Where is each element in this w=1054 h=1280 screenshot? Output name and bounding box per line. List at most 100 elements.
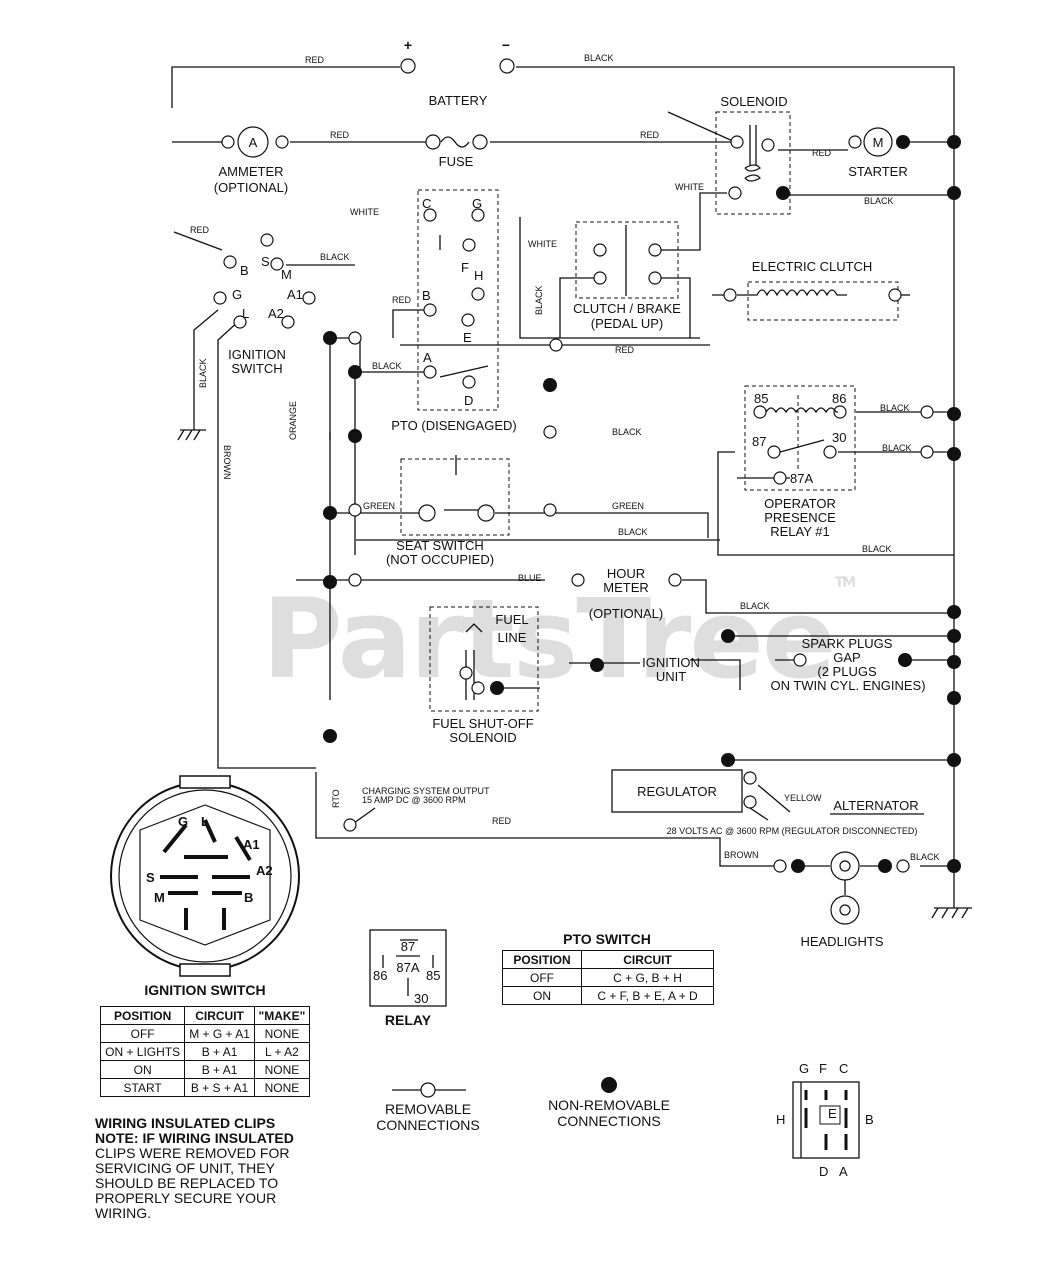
- starter: M STARTER: [848, 127, 910, 179]
- wiring-note: WIRING INSULATED CLIPS NOTE: IF WIRING I…: [95, 1116, 335, 1221]
- fuse-label: FUSE: [439, 154, 474, 169]
- partstree-watermark: PartsTreeTM: [262, 575, 856, 703]
- pinout-d: D: [819, 1164, 828, 1179]
- ign-term-a2: A2: [268, 306, 284, 321]
- ign-term-a1: A1: [287, 287, 303, 302]
- regulator-label: REGULATOR: [637, 784, 717, 799]
- component-outlines: [400, 111, 899, 712]
- wire-label-black-ign: BLACK: [320, 252, 350, 262]
- wiring-note-title: WIRING INSULATED CLIPS: [95, 1115, 276, 1131]
- relay-symbol-85: 85: [426, 968, 440, 983]
- legend-removable-2: CONNECTIONS: [376, 1117, 479, 1133]
- ign-term-l: L: [242, 306, 249, 321]
- table-cell: OFF: [501, 968, 583, 987]
- clutch-brake-switch: CLUTCH / BRAKE (PEDAL UP): [573, 225, 681, 331]
- table-cell: ON: [501, 986, 583, 1005]
- ign-term-b: B: [240, 263, 249, 278]
- starter-label: STARTER: [848, 164, 907, 179]
- ign-label-1: IGNITION: [228, 347, 286, 362]
- pto-term-d: D: [464, 393, 473, 408]
- fuel-solenoid-label-2: SOLENOID: [449, 730, 516, 745]
- table-cell: M + G + A1: [184, 1024, 255, 1043]
- wire-label-red-top: RED: [305, 55, 325, 65]
- pinout-a: A: [839, 1164, 848, 1179]
- wire-label-black-seat: BLACK: [618, 527, 648, 537]
- table-header: POSITION: [501, 950, 583, 969]
- seat-switch-label-2: (NOT OCCUPIED): [386, 552, 494, 567]
- wire-label-red-ign: RED: [190, 225, 210, 235]
- wire-label-red-charge: RED: [492, 816, 512, 826]
- alternator-note: 28 VOLTS AC @ 3600 RPM (REGULATOR DISCON…: [667, 826, 918, 836]
- charging-note-2: 15 AMP DC @ 3600 RPM: [362, 795, 466, 805]
- wire-label-black-head: BLACK: [910, 852, 940, 862]
- wire-label-red-main: RED: [330, 130, 350, 140]
- fuse: FUSE: [425, 134, 488, 169]
- battery-minus: −: [502, 37, 510, 53]
- legend: REMOVABLE CONNECTIONS NON-REMOVABLE CONN…: [376, 1077, 670, 1133]
- relay-symbol-30: 30: [414, 991, 428, 1006]
- pto-pinout: G F C H B E D A: [776, 1061, 874, 1179]
- table-cell: B + A1: [184, 1060, 255, 1079]
- non-removable-dots: [323, 135, 961, 873]
- table-row: OFF M + G + A1 NONE: [99, 1024, 311, 1043]
- table-cell: B + S + A1: [184, 1078, 255, 1097]
- wire-labels: RED BLACK RED RED RED WHITE BLACK WHITE …: [190, 53, 940, 862]
- face-term-l: L: [201, 814, 209, 829]
- ammeter: A AMMETER (OPTIONAL): [214, 126, 289, 195]
- clutch-brake-label-2: (PEDAL UP): [591, 316, 663, 331]
- legend-removable-1: REMOVABLE: [385, 1101, 471, 1117]
- table-header: POSITION: [99, 1006, 186, 1025]
- battery-label: BATTERY: [429, 93, 488, 108]
- pto-term-f: F: [461, 260, 469, 275]
- wiring-note-line: SHOULD BE REPLACED TO: [95, 1175, 279, 1191]
- pto-label: PTO (DISENGAGED): [391, 418, 516, 433]
- ignition-table-title: IGNITION SWITCH: [144, 982, 265, 998]
- table-cell: L + A2: [253, 1042, 311, 1061]
- ignition-unit-label-2: UNIT: [656, 669, 686, 684]
- ign-term-m: M: [281, 267, 292, 282]
- charging-note-1: CHARGING SYSTEM OUTPUT: [362, 786, 490, 796]
- relay-symbol-87a: 87A: [396, 960, 419, 975]
- seat-switch-label-1: SEAT SWITCH: [396, 538, 484, 553]
- hour-meter-label-2: METER: [603, 580, 649, 595]
- pto-term-c: C: [422, 196, 431, 211]
- wiring-note-line: PROPERLY SECURE YOUR: [95, 1190, 277, 1206]
- pinout-c: C: [839, 1061, 848, 1076]
- battery: + − BATTERY: [400, 37, 515, 108]
- wire-label-yellow: YELLOW: [784, 793, 822, 803]
- wire-label-blue: BLUE: [518, 573, 542, 583]
- clutch-brake-label-1: CLUTCH / BRAKE: [573, 301, 681, 316]
- alternator-label: ALTERNATOR: [833, 798, 918, 813]
- legend-nonremovable-2: CONNECTIONS: [557, 1113, 660, 1129]
- wire-label-brown-vert: BROWN: [222, 445, 232, 480]
- wiring-note-line: WIRING.: [95, 1205, 151, 1221]
- ignition-switch-face: G L A1 S A2 M B: [110, 775, 300, 977]
- wiring-note-line: NOTE: IF WIRING INSULATED: [95, 1130, 294, 1146]
- face-term-g: G: [178, 814, 188, 829]
- wire-label-brown-head: BROWN: [724, 850, 759, 860]
- table-header-row: POSITION CIRCUIT "MAKE": [99, 1006, 311, 1025]
- wire-label-black-hour: BLACK: [740, 601, 770, 611]
- pinout-g: G: [799, 1061, 809, 1076]
- table-cell: NONE: [253, 1060, 311, 1079]
- wire-label-black-86: BLACK: [880, 403, 910, 413]
- pinout-e: E: [828, 1106, 837, 1121]
- op-relay-label-2: PRESENCE: [764, 510, 836, 525]
- wire-label-green-right: GREEN: [612, 501, 644, 511]
- wire-label-white-clutch: WHITE: [528, 239, 557, 249]
- operator-presence-relay: 85 86 87 30 87A OPERATOR PRESENCE RELAY …: [752, 391, 847, 539]
- wire-label-black-30: BLACK: [882, 443, 912, 453]
- hour-meter: HOUR METER (OPTIONAL): [571, 566, 682, 621]
- pto-switch-schematic: C G F H B E A D PTO (DISENGAGED): [391, 196, 516, 433]
- pto-term-h: H: [474, 268, 483, 283]
- face-term-s: S: [146, 870, 155, 885]
- wiring-note-line: SERVICING OF UNIT, THEY: [95, 1160, 275, 1176]
- removable-clips: [348, 331, 934, 587]
- pto-table-title: PTO SWITCH: [563, 931, 651, 947]
- pto-term-b: B: [422, 288, 431, 303]
- hour-meter-label-1: HOUR: [607, 566, 645, 581]
- table-cell: NONE: [253, 1024, 311, 1043]
- relay-term-86: 86: [832, 391, 846, 406]
- table-row: ON B + A1 NONE: [99, 1060, 311, 1079]
- table-cell: START: [99, 1078, 186, 1097]
